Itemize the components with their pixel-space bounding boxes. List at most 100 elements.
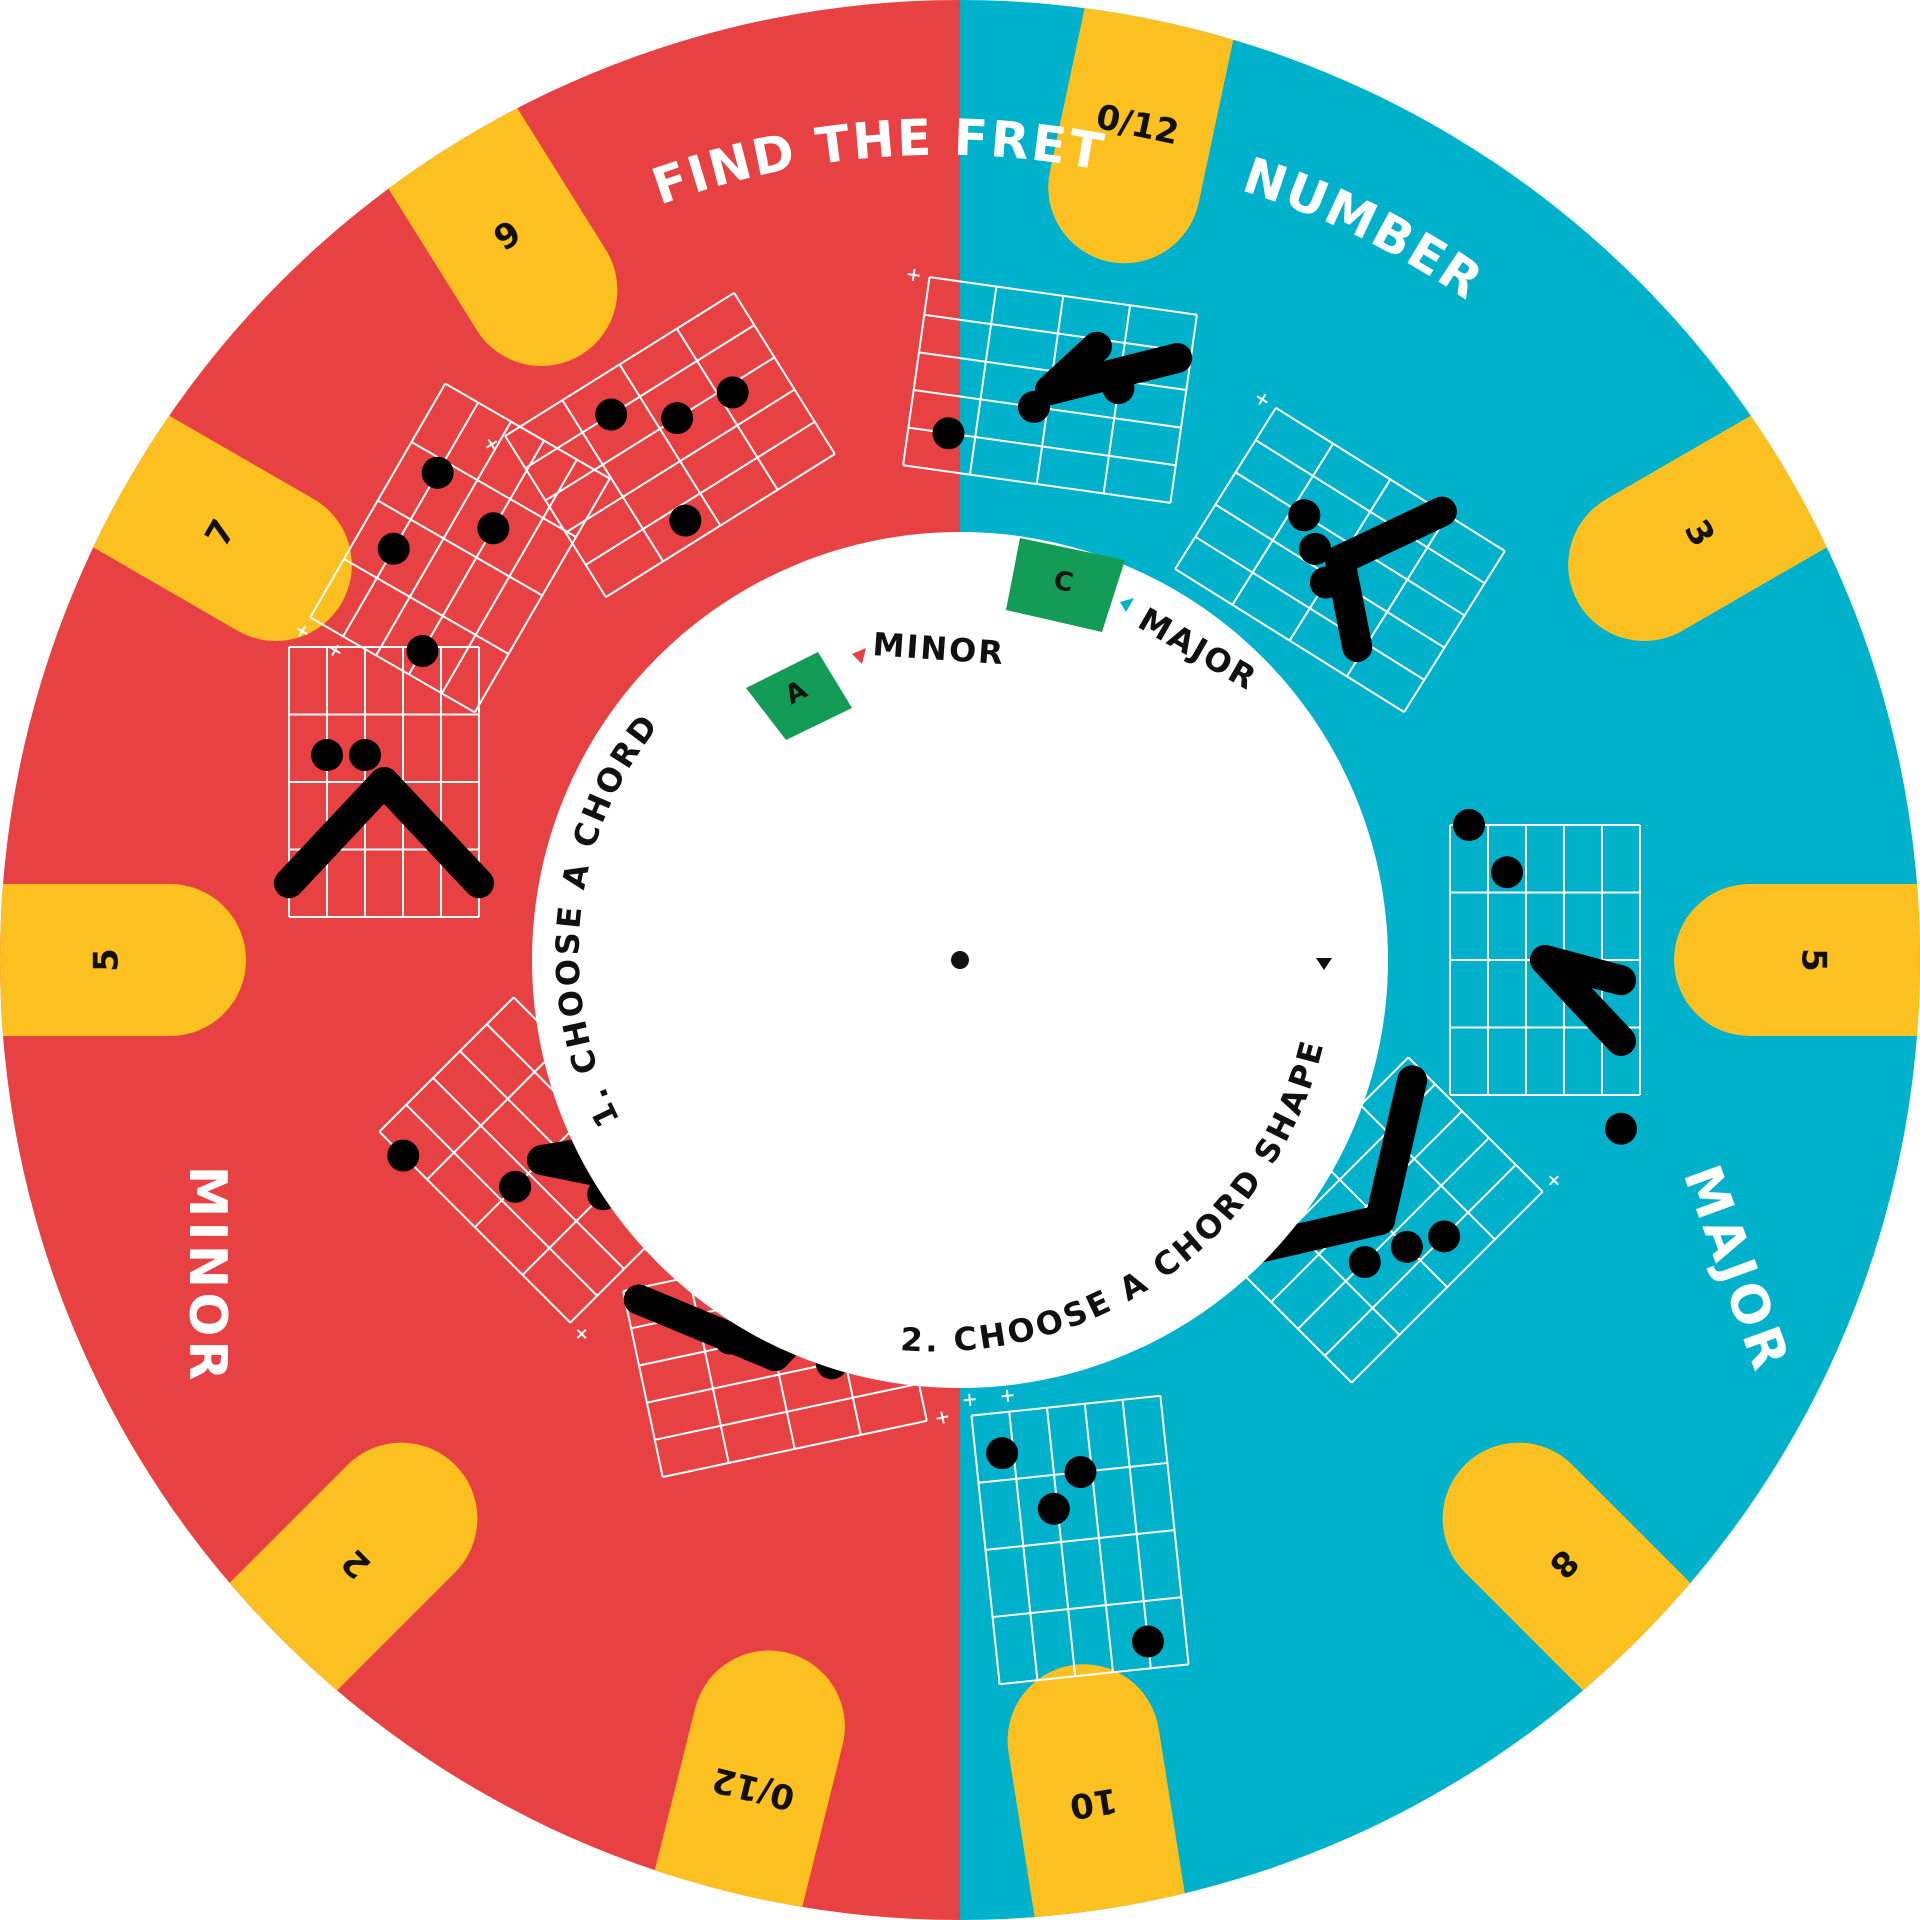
finger-dot <box>387 1139 420 1172</box>
fret-line <box>999 1663 1189 1686</box>
finger-dot <box>661 402 694 435</box>
string-line <box>1270 1110 1463 1303</box>
string-line <box>342 402 480 637</box>
fret-line <box>309 616 476 714</box>
fret-line <box>426 1044 563 1181</box>
fret-line <box>561 399 664 562</box>
fret-line <box>618 363 722 527</box>
barre-mark <box>1325 496 1457 575</box>
major-chord-window[interactable]: C <box>1006 538 1125 632</box>
muted-string-mark <box>485 438 498 451</box>
string-line <box>1121 1399 1152 1669</box>
finger-dot <box>1102 372 1135 405</box>
finger-dot <box>377 532 410 565</box>
finger-dot <box>669 504 702 537</box>
string-line <box>440 459 578 694</box>
finger-dot <box>1064 1456 1097 1489</box>
center-pivot <box>951 951 969 969</box>
string-line <box>1297 1137 1490 1330</box>
fret-line <box>378 996 515 1133</box>
string-line <box>375 421 512 656</box>
string-line <box>1324 1164 1517 1357</box>
muted-string-mark <box>1548 1175 1559 1186</box>
string-line <box>408 440 545 675</box>
fret-line <box>992 1596 1182 1619</box>
finger-dot <box>406 635 439 668</box>
finger-dot <box>499 1170 532 1203</box>
string-line <box>1255 439 1486 585</box>
fret-tab-number: 5 <box>1794 948 1834 972</box>
muted-string-mark <box>329 644 341 656</box>
fret-tab-number: 5 <box>87 948 127 972</box>
string-line <box>1351 1191 1544 1384</box>
fret-line <box>504 435 607 598</box>
string-line <box>309 383 447 618</box>
string-line <box>1194 535 1425 681</box>
string-line <box>605 453 836 598</box>
string-line <box>924 313 1192 354</box>
fret-line <box>971 1394 1161 1417</box>
finger-dot <box>1390 1230 1423 1263</box>
fret-line <box>676 328 779 491</box>
barre-mark <box>274 767 399 899</box>
string-line <box>970 1415 1001 1685</box>
minor-chord-top-left <box>485 292 836 598</box>
fret-line <box>1169 314 1198 504</box>
finger-dot <box>713 1322 746 1355</box>
muted-string-mark <box>963 1393 976 1406</box>
finger-dot <box>349 739 381 771</box>
string-line <box>585 420 816 566</box>
string-line <box>565 388 796 534</box>
string-line <box>1174 568 1405 713</box>
minor-chord-window[interactable]: A <box>746 652 852 740</box>
finger-dot <box>1428 1220 1461 1253</box>
finger-dot <box>1131 1625 1164 1658</box>
major-chord-upper-right <box>1174 393 1506 713</box>
string-line <box>1083 1403 1115 1673</box>
fret-line <box>733 292 836 455</box>
barre-mark <box>1325 545 1373 662</box>
finger-dot <box>1299 532 1332 565</box>
fret-line <box>1407 1056 1544 1193</box>
finger-dot <box>595 398 628 431</box>
finger-dot <box>1288 499 1321 532</box>
muted-string-mark <box>936 1411 949 1424</box>
minor-pointer-icon <box>852 648 866 664</box>
fret-tab-bottom-left[interactable]: 0/12 <box>644 1634 861 1920</box>
minor-pointer-label: MINOR <box>871 625 1006 672</box>
barre-mark <box>369 767 494 899</box>
string-line <box>524 324 755 470</box>
muted-string-mark <box>1001 1389 1014 1402</box>
fret-tab-top[interactable]: 0/12 <box>1034 0 1243 277</box>
minor-chord-left <box>274 646 494 918</box>
finger-dot <box>1491 856 1523 889</box>
fret-line <box>1231 443 1334 606</box>
fret-line <box>343 558 510 655</box>
string-line <box>432 1077 625 1270</box>
string-line <box>654 1382 920 1441</box>
muted-string-mark <box>296 625 308 637</box>
minor-chord-upper-left <box>296 382 611 714</box>
string-line <box>902 464 1171 504</box>
string-line <box>473 478 611 713</box>
fret-tab-right[interactable]: 5 <box>1674 884 1920 1036</box>
string-line <box>929 276 1198 316</box>
fret-tab-bottom-right[interactable]: 10 <box>997 1653 1192 1920</box>
fret-tab-left[interactable]: 5 <box>0 884 246 1036</box>
string-line <box>1159 1395 1190 1665</box>
finger-dot <box>932 417 965 450</box>
step2-pointer-icon <box>1316 958 1332 970</box>
fret-line <box>1359 1104 1496 1241</box>
barre-mark <box>1365 1065 1428 1235</box>
finger-dot <box>421 456 454 489</box>
finger-dot <box>986 1437 1019 1470</box>
minor-label: MINOR <box>177 1166 237 1385</box>
finger-dot <box>716 376 749 409</box>
fret-line <box>968 286 998 475</box>
finger-dot <box>1017 390 1050 423</box>
finger-dot <box>477 512 510 545</box>
barre-mark <box>1530 945 1636 1056</box>
string-line <box>662 1419 928 1478</box>
barre-mark <box>623 1284 790 1371</box>
